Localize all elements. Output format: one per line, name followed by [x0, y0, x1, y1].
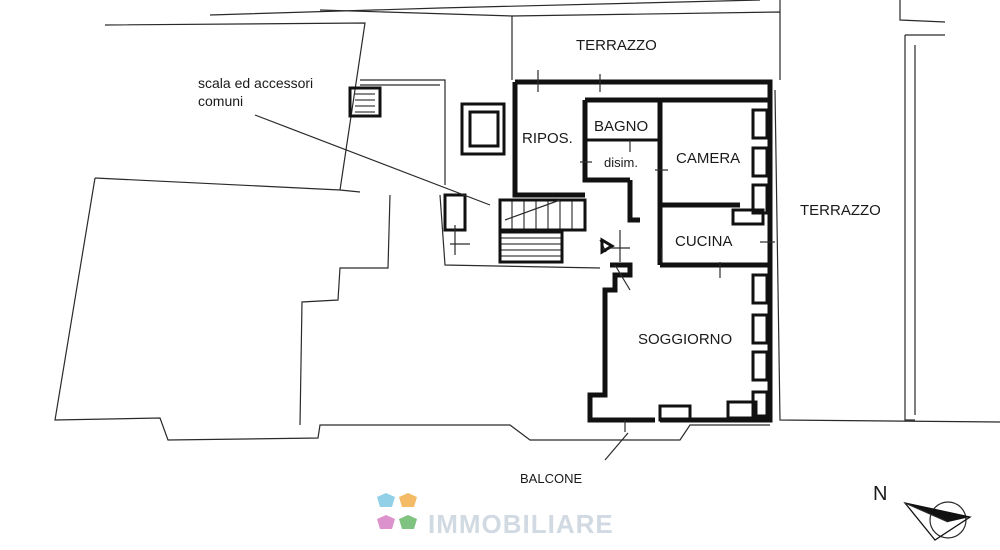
logo-shape-green [399, 515, 417, 529]
label-terrazzo-top: TERRAZZO [576, 37, 657, 54]
label-balcone: BALCONE [520, 471, 582, 486]
neighbour-outlines [54, 0, 1000, 441]
watermark-text: IMMOBILIARE [428, 509, 614, 539]
compass: N [873, 483, 972, 541]
label-terrazzo-right: TERRAZZO [800, 202, 881, 219]
logo-shape-pink [377, 515, 395, 529]
label-bagno: BAGNO [594, 118, 648, 135]
watermark-logo: IMMOBILIARE [377, 493, 614, 539]
north-label: N [873, 483, 887, 505]
common-stairs [348, 86, 630, 264]
openings [537, 70, 775, 432]
label-camera: CAMERA [676, 150, 740, 167]
logo-shape-blue [377, 493, 395, 507]
label-soggiorno: SOGGIORNO [638, 331, 732, 348]
label-ripos: RIPOS. [522, 130, 573, 147]
label-cucina: CUCINA [675, 233, 733, 250]
label-scala-line1: scala ed accessori [198, 75, 313, 91]
north-arrow-fill [905, 503, 970, 522]
label-scala-line2: comuni [198, 93, 243, 109]
label-disim: disim. [604, 155, 638, 170]
leader-scala [254, 114, 491, 206]
leader-balcone [604, 432, 629, 461]
logo-shape-orange [399, 493, 417, 507]
